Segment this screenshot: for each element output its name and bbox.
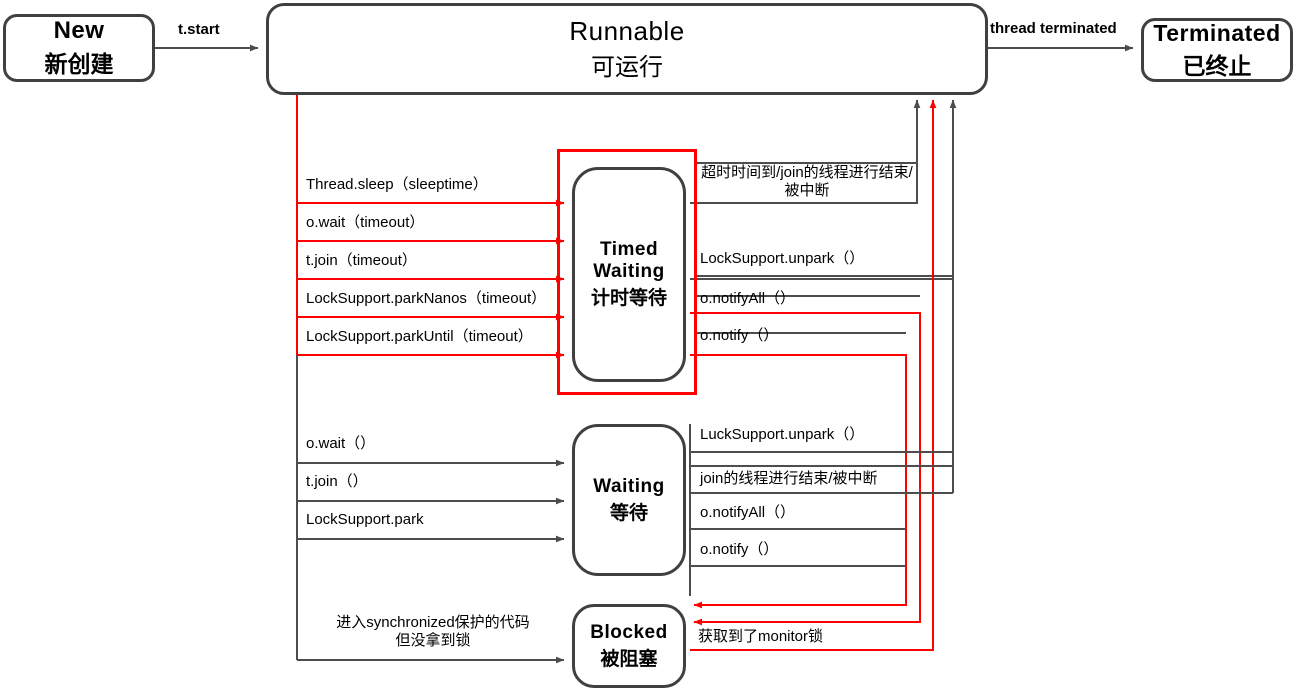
edge-timed-notifyall-to-blocked — [690, 312, 921, 626]
state-new-label-zh: 新创建 — [44, 51, 114, 77]
state-waiting[interactable]: Waiting 等待 — [572, 424, 686, 576]
edge-timed-notify-to-blocked — [690, 354, 907, 609]
edge-label-thread-sleep: Thread.sleep（sleeptime） — [306, 176, 488, 193]
edge-label-enter-synchronized-line2: 但没拿到锁 — [395, 632, 471, 650]
state-runnable-label-en: Runnable — [569, 16, 685, 46]
edge-label-t-join-timeout: t.join（timeout） — [306, 252, 417, 269]
edge-label-timed-timeout-done: 超时时间到/join的线程进行结束/被中断 — [701, 164, 913, 200]
state-runnable-label-zh: 可运行 — [591, 54, 663, 81]
state-blocked-label-en: Blocked — [590, 621, 668, 643]
state-new[interactable]: New 新创建 — [3, 14, 155, 82]
state-timed-waiting-label-en1: Timed — [599, 239, 659, 261]
timeout-label-frame — [697, 162, 918, 203]
state-waiting-label-zh: 等待 — [609, 502, 648, 524]
edge-label-waiting-lucksupport-unpark: LuckSupport.unpark（） — [700, 426, 865, 443]
edge-label-parkuntil: LockSupport.parkUntil（timeout） — [306, 328, 533, 345]
edge-label-timed-locksupport-unpark: LockSupport.unpark（） — [700, 250, 865, 267]
timed-waiting-highlight — [557, 149, 697, 395]
state-blocked-label-zh: 被阻塞 — [600, 648, 658, 670]
edge-label-waiting-notifyall: o.notifyAll（） — [700, 504, 796, 521]
edge-label-timed-notify: o.notify（） — [700, 327, 779, 344]
state-runnable[interactable]: Runnable 可运行 — [266, 3, 988, 95]
state-new-label-en: New — [53, 17, 105, 44]
state-timed-waiting-label-zh: 计时等待 — [590, 287, 667, 309]
edge-label-thread-terminated: thread terminated — [990, 20, 1117, 37]
edge-label-enter-synchronized: 进入synchronized保护的代码 但没拿到锁 — [306, 614, 560, 651]
edge-label-t-join: t.join（） — [306, 473, 368, 490]
state-waiting-label-en: Waiting — [593, 475, 665, 497]
edge-label-monitor-acquired: 获取到了monitor锁 — [698, 628, 824, 645]
edge-label-waiting-join-done: join的线程进行结束/被中断 — [700, 470, 878, 487]
state-terminated[interactable]: Terminated 已终止 — [1141, 18, 1293, 82]
edge-label-o-wait-timeout: o.wait（timeout） — [306, 214, 425, 231]
edge-label-parknanos: LockSupport.parkNanos（timeout） — [306, 290, 547, 307]
edge-label-o-wait: o.wait（） — [306, 435, 376, 452]
state-blocked[interactable]: Blocked 被阻塞 — [572, 604, 686, 688]
edge-label-locksupport-park: LockSupport.park — [306, 511, 424, 528]
state-terminated-label-en: Terminated — [1153, 19, 1281, 46]
edge-blocked-monitor-to-runnable — [690, 99, 937, 651]
edge-label-waiting-notify: o.notify（） — [700, 541, 779, 558]
edge-label-enter-synchronized-line1: 进入synchronized保护的代码 — [336, 614, 530, 631]
state-terminated-label-zh: 已终止 — [1182, 52, 1252, 79]
edge-label-timed-notifyall: o.notifyAll（） — [700, 290, 796, 307]
state-timed-waiting[interactable]: Timed Waiting 计时等待 — [572, 167, 686, 382]
edge-label-t-start: t.start — [178, 21, 220, 38]
state-timed-waiting-label-en2: Waiting — [593, 261, 665, 282]
